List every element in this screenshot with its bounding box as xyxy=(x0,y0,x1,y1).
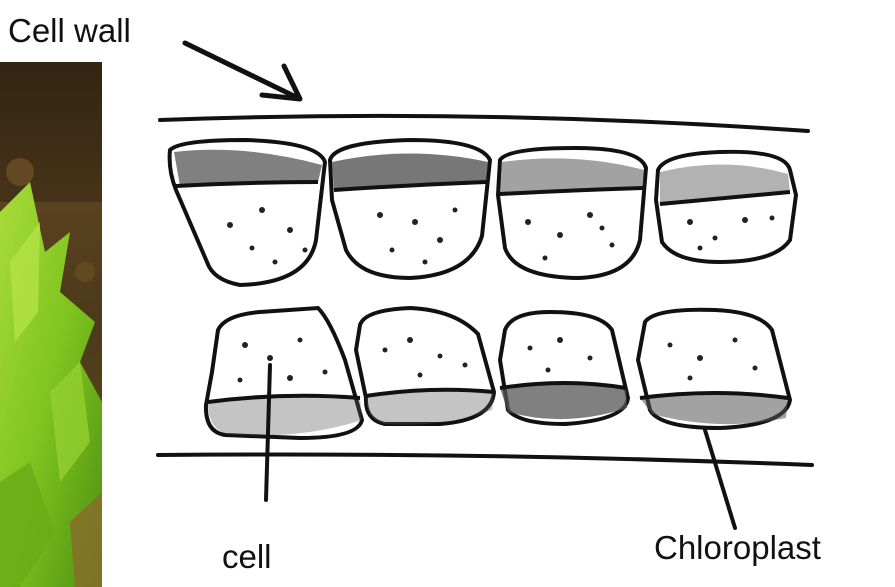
cell-shape xyxy=(356,308,494,425)
bottom-row-cells xyxy=(206,308,790,438)
cell-wall-label: Cell wall xyxy=(8,14,131,47)
cell-wall-arrow xyxy=(185,43,296,97)
top-cell-wall-line xyxy=(160,116,808,131)
cell-shape xyxy=(170,140,325,285)
cell-shape xyxy=(206,308,362,438)
cell-shape xyxy=(656,152,796,262)
chloroplast-label: Chloroplast xyxy=(654,531,821,564)
cell-shape xyxy=(500,312,628,424)
chloroplast-leader-line xyxy=(705,430,735,528)
cell-shape xyxy=(498,148,646,278)
cell-shape xyxy=(638,310,790,428)
cell-label: cell xyxy=(222,540,272,573)
cell-shape xyxy=(330,140,490,278)
